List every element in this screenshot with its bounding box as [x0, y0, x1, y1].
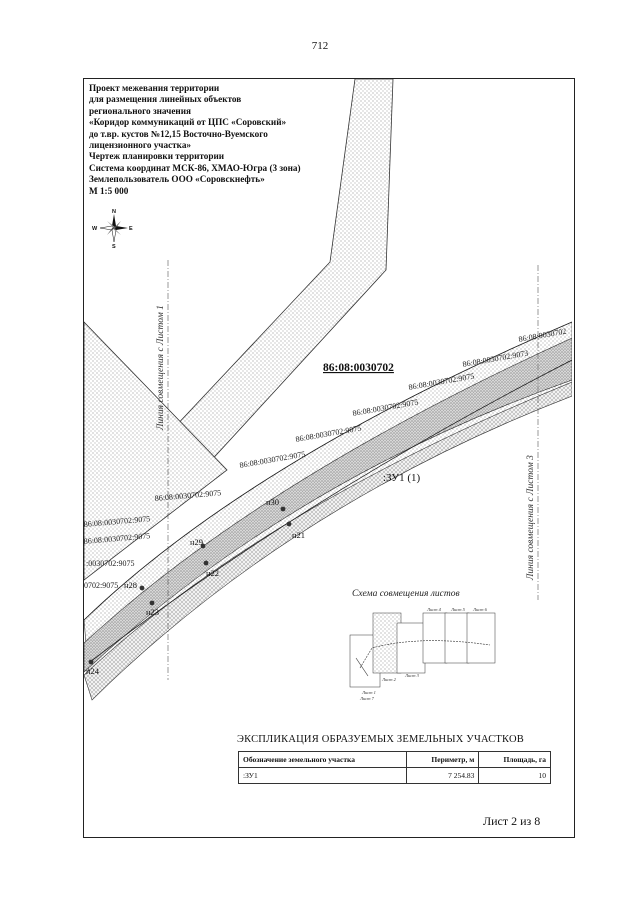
- svg-text:Лист 5: Лист 5: [450, 607, 466, 612]
- svg-text:Лист 4: Лист 4: [426, 607, 442, 612]
- drawing-frame: [83, 78, 575, 838]
- boundary-points: [88, 506, 292, 665]
- svg-text:S: S: [112, 244, 116, 250]
- column-header: Обозначение земельного участка: [237, 751, 408, 768]
- point-label: н23: [146, 607, 159, 617]
- zu-label: :ЗУ1 (1): [383, 472, 420, 484]
- title-line: для размещения линейных объектов: [89, 94, 242, 105]
- svg-text:E: E: [129, 226, 133, 232]
- svg-text:Лист 6: Лист 6: [472, 607, 488, 612]
- svg-text:Лист 1: Лист 1: [361, 690, 376, 695]
- sheet-number: Лист 2 из 8: [483, 814, 541, 828]
- title-line: Землепользователь ООО «Соровскнефть»: [89, 174, 265, 185]
- compass-rose-icon: N S E W: [92, 209, 133, 250]
- sheet-alignment-scheme: Схема совмещения листов Лист 1 Лист 2 Ли…: [349, 589, 496, 701]
- title-line: до т.вр. кустов №12,15 Восточно-Вуемског…: [89, 128, 268, 139]
- point-marker: [200, 543, 206, 549]
- svg-text:Лист 2: Лист 2: [381, 677, 397, 682]
- point-label: н29: [190, 537, 203, 547]
- table-row: :ЗУ1 7 254.83 10: [237, 767, 551, 784]
- column-header: Площадь, га: [478, 751, 551, 768]
- point-label: н28: [124, 580, 137, 590]
- point-label: н21: [292, 530, 305, 540]
- explication-title: ЭКСПЛИКАЦИЯ ОБРАЗУЕМЫХ ЗЕМЕЛЬНЫХ УЧАСТКО…: [237, 734, 524, 745]
- point-label: н30: [266, 497, 279, 507]
- point-marker: [149, 600, 155, 606]
- left-area: [84, 321, 228, 581]
- table-header-row: Обозначение земельного участка Периметр,…: [237, 751, 551, 768]
- cadastral-label: 0702:9075: [84, 581, 118, 590]
- column-header: Периметр, м: [406, 751, 480, 768]
- title-line: регионального значения: [89, 105, 191, 116]
- table-cell: 7 254.83: [406, 767, 480, 784]
- point-label: н24: [86, 666, 100, 676]
- corridor-dense: [84, 337, 572, 673]
- main-cadastral-label: 86:08:0030702: [323, 362, 394, 374]
- table-cell: :ЗУ1: [237, 767, 408, 784]
- cadastral-label: :0030702:9075: [86, 559, 134, 568]
- page-number: 712: [311, 40, 329, 52]
- point-marker: [203, 560, 209, 566]
- svg-text:Лист 7: Лист 7: [359, 696, 375, 701]
- point-marker: [88, 659, 94, 665]
- title-line: М 1:5 000: [89, 185, 129, 196]
- sheet-line-left-label: Линия совмещения с Листом 1: [156, 305, 166, 431]
- explication-table: Обозначение земельного участка Периметр,…: [237, 751, 551, 784]
- corridor-hatched: [84, 381, 572, 701]
- title-line: Чертеж планировки территории: [89, 151, 225, 162]
- svg-text:N: N: [112, 209, 116, 215]
- point-label: н22: [206, 568, 219, 578]
- table-cell: 10: [478, 767, 551, 784]
- title-block: Проект межевания территории для размещен…: [89, 83, 389, 197]
- point-marker: [280, 506, 286, 512]
- title-line: «Коридор коммуникаций от ЦПС «Соровский»: [89, 117, 287, 128]
- svg-text:Лист 3: Лист 3: [404, 673, 420, 678]
- point-marker: [286, 521, 292, 527]
- sheet-line-right-label: Линия совмещения с Листом 3: [526, 455, 536, 581]
- scheme-title: Схема совмещения листов: [352, 589, 460, 599]
- title-line: Система координат МСК-86, ХМАО-Югра (3 з…: [89, 162, 301, 173]
- svg-text:W: W: [92, 226, 98, 232]
- point-marker: [139, 585, 145, 591]
- title-line: лицензионного участка»: [89, 140, 192, 151]
- title-line: Проект межевания территории: [89, 83, 220, 93]
